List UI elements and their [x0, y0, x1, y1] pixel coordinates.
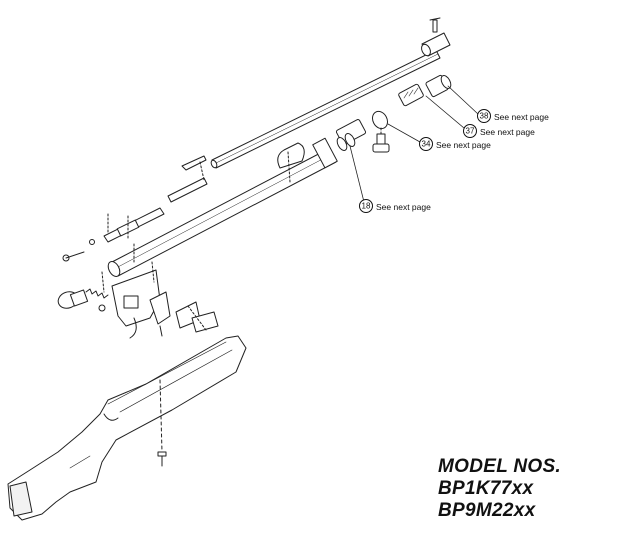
callout-18: 18 See next page [359, 199, 431, 213]
pump-tube [107, 137, 338, 277]
bolt-knob [57, 288, 109, 309]
svg-text:37: 37 [466, 127, 475, 136]
svg-text:See next page: See next page [376, 202, 431, 212]
callout-38: 38 See next page [477, 109, 549, 123]
rear-sight [62, 207, 165, 263]
model-heading: MODEL NOS. [438, 456, 561, 477]
trigger-group [98, 261, 219, 339]
callout-37: 37 See next page [463, 124, 535, 138]
front-sight [421, 17, 451, 57]
svg-text:See next page: See next page [494, 112, 549, 122]
svg-text:18: 18 [362, 202, 371, 211]
valve-part-34 [372, 110, 390, 153]
valve-part-37 [398, 83, 424, 107]
barrel-band [277, 142, 305, 183]
rifle-stock [7, 335, 247, 521]
svg-text:34: 34 [422, 140, 431, 149]
svg-text:See next page: See next page [436, 140, 491, 150]
svg-text:38: 38 [480, 112, 489, 121]
pump-rod [167, 155, 208, 203]
leader-lines [349, 85, 479, 203]
piston-assembly [335, 119, 367, 151]
callout-34: 34 See next page [419, 137, 491, 151]
svg-text:See next page: See next page [480, 127, 535, 137]
model-number-2: BP9M22xx [438, 500, 536, 521]
model-number-1: BP1K77xx [438, 478, 534, 499]
barrel [210, 49, 441, 169]
valve-part-38 [425, 74, 452, 98]
